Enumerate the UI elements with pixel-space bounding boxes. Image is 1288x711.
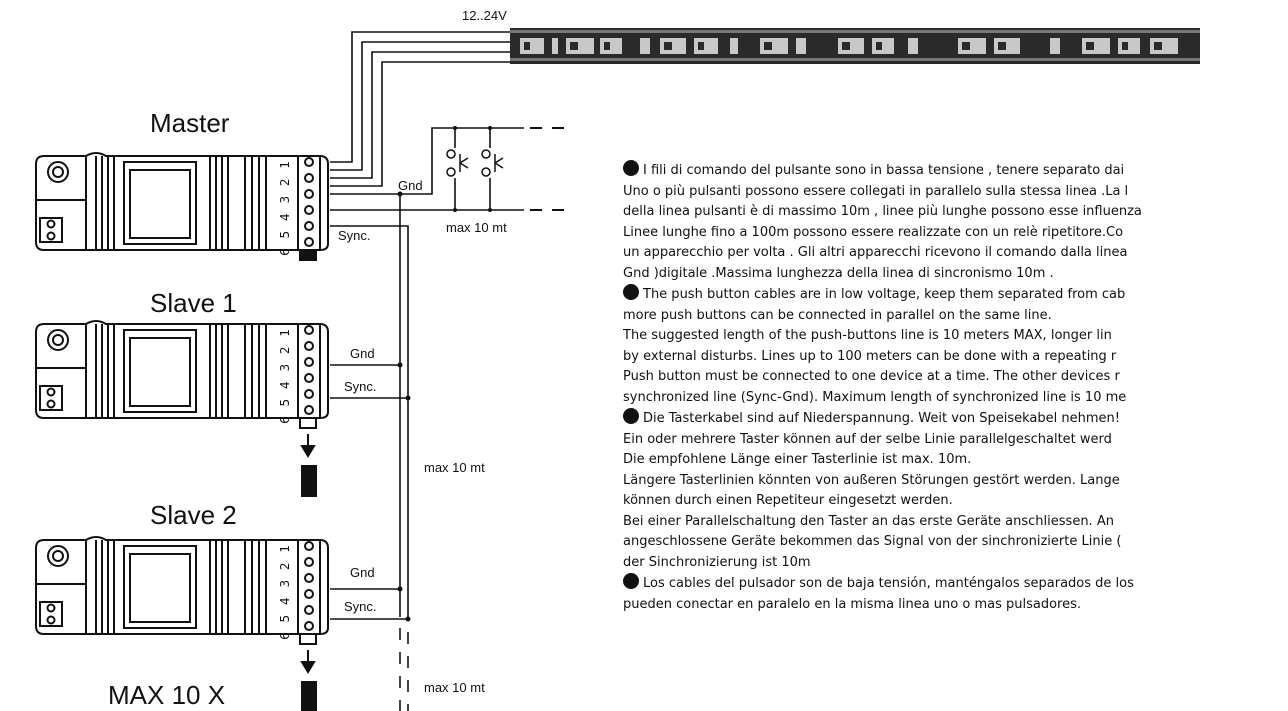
notes-line: more push buttons can be connected in pa… <box>623 307 1052 323</box>
master-terminal-numbers: 6 5 4 3 2 1 <box>278 158 292 256</box>
notes-line: I fili di comando del pulsante sono in b… <box>643 163 1125 178</box>
notes-spanish: Los cables del pulsador son de baja tens… <box>623 573 1288 615</box>
notes-line: Uno o più pulsanti possono essere colleg… <box>623 183 1129 199</box>
notes-german: Die Tasterkabel sind auf Niederspannung.… <box>623 408 1288 573</box>
push-button-icon <box>446 149 469 177</box>
notes-line: Los cables del pulsador son de baja tens… <box>643 576 1134 591</box>
slave-1-device <box>35 320 329 497</box>
notes-line: der Sinchronizierung ist 10m <box>623 554 811 570</box>
led-strip <box>510 28 1200 64</box>
notes-line: Längere Tasterlinien könnten von außeren… <box>623 472 1120 488</box>
master-gnd-label: Gnd <box>398 178 423 193</box>
notes-line: by external disturbs. Lines up to 100 me… <box>623 348 1117 364</box>
strip-voltage-label: 12..24V <box>462 8 507 23</box>
slave-1-gnd-label: Gnd <box>350 346 375 361</box>
slave-1-title: Slave 1 <box>150 288 237 318</box>
slave-2-title: Slave 2 <box>150 500 237 530</box>
master-title: Master <box>150 108 230 138</box>
notes-line: Linee lunghe fino a 100m possono essere … <box>623 224 1124 240</box>
bus-continuation-dashes <box>399 628 409 711</box>
notes-line: Ein oder mehrere Taster können auf der s… <box>623 431 1112 447</box>
notes-line: Bei einer Parallelschaltung den Taster a… <box>623 513 1114 529</box>
bullet-icon <box>623 284 639 300</box>
notes-line: della linea pulsanti è di massimo 10m , … <box>623 204 1142 219</box>
master-device <box>35 152 329 261</box>
slave-1-terminal-numbers: 6 5 4 3 2 1 <box>278 326 292 424</box>
line-continuation-dashes <box>530 127 564 211</box>
notes-italian: I fili di comando del pulsante sono in b… <box>623 160 1288 284</box>
bus-junction <box>397 126 492 622</box>
bullet-icon <box>623 160 639 176</box>
push-button-icon <box>481 149 504 177</box>
installation-notes: I fili di comando del pulsante sono in b… <box>623 160 1288 615</box>
max-devices-label: MAX 10 X <box>108 680 226 710</box>
slave-2-gnd-label: Gnd <box>350 565 375 580</box>
notes-line: The suggested length of the push-buttons… <box>623 328 1112 343</box>
sync-max-length-2: max 10 mt <box>424 680 485 695</box>
slave-2-sync-label: Sync. <box>344 599 377 614</box>
notes-line: Gnd )digitale .Massima lunghezza della l… <box>623 265 1054 281</box>
notes-english: The push button cables are in low voltag… <box>623 284 1288 408</box>
push-button-max-length: max 10 mt <box>446 220 507 235</box>
notes-line: The push button cables are in low voltag… <box>643 287 1126 302</box>
master-sync-label: Sync. <box>338 228 371 243</box>
notes-line: angeschlossene Geräte bekommen das Signa… <box>623 534 1122 549</box>
notes-line: un apparecchio per volta . Gli altri app… <box>623 245 1128 260</box>
sync-gnd-bus <box>330 194 409 620</box>
notes-line: können durch einen Repetiteur eingesetzt… <box>623 493 953 508</box>
power-wires <box>330 31 510 187</box>
slave-1-sync-label: Sync. <box>344 379 377 394</box>
notes-line: Die Tasterkabel sind auf Niederspannung.… <box>643 411 1120 426</box>
notes-line: Push button must be connected to one dev… <box>623 369 1120 384</box>
notes-line: pueden conectar en paralelo en la misma … <box>623 596 1081 612</box>
notes-line: synchronized line (Sync-Gnd). Maximum le… <box>623 389 1127 405</box>
bullet-icon <box>623 573 639 589</box>
slave-2-terminal-numbers: 6 5 4 3 2 1 <box>278 542 292 640</box>
sync-max-length-1: max 10 mt <box>424 460 485 475</box>
bullet-icon <box>623 408 639 424</box>
notes-line: Die empfohlene Länge einer Tasterlinie i… <box>623 452 972 467</box>
slave-2-device <box>35 536 329 711</box>
